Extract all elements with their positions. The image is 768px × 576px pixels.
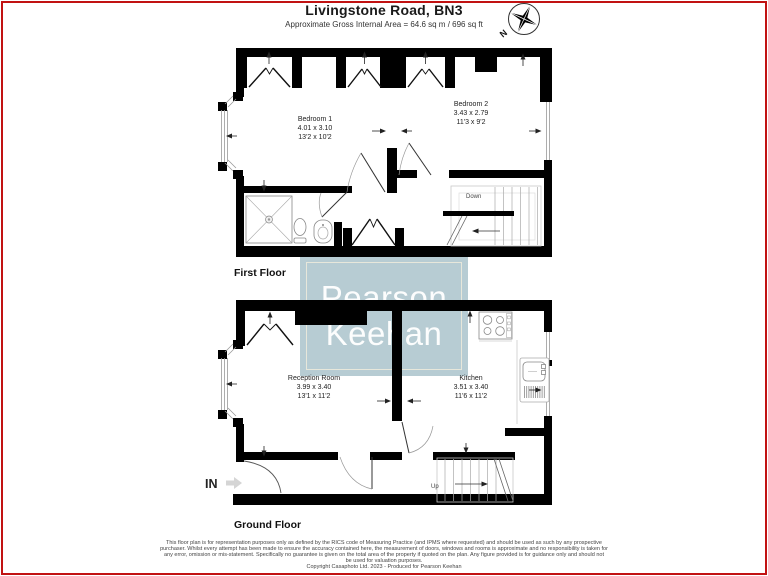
bedroom2-metric: 3.43 x 2.79 bbox=[454, 110, 489, 117]
entrance-in-label: IN bbox=[205, 477, 218, 491]
disclaimer-footer: This floor plan is for representation pu… bbox=[0, 540, 768, 571]
stairs-down-label: Down bbox=[466, 194, 481, 200]
disclaimer-line: This floor plan is for representation pu… bbox=[166, 540, 602, 546]
ground-floor-measure-arrows bbox=[226, 310, 542, 457]
hob-icon bbox=[478, 311, 513, 340]
shower-icon bbox=[245, 195, 293, 244]
kitchen-imperial: 11'6 x 11'2 bbox=[455, 393, 487, 400]
stairs-up-label: Up bbox=[431, 484, 439, 490]
ground-floor-walls bbox=[218, 300, 552, 505]
first-floor-walls bbox=[218, 48, 552, 257]
kitchen-sink-icon bbox=[519, 357, 550, 403]
stairs-ground-floor: Up bbox=[431, 457, 514, 503]
reception-name: Reception Room bbox=[288, 375, 340, 382]
disclaimer-line: be used for valuation purposes. bbox=[345, 557, 423, 564]
bedroom2-imperial: 11'3 x 9'2 bbox=[456, 119, 485, 126]
reception-imperial: 13'1 x 11'2 bbox=[298, 393, 331, 400]
ground-floor-windows bbox=[221, 332, 550, 420]
bedroom2-name: Bedroom 2 bbox=[454, 101, 488, 108]
ground-floor-plan: Up IN Reception Room 3.99 x 3 bbox=[205, 300, 552, 531]
copyright-line: Copyright Casaphoto Ltd. 2023 - Produced… bbox=[306, 563, 462, 570]
kitchen-metric: 3.51 x 3.40 bbox=[454, 384, 489, 391]
toilet-icon bbox=[293, 218, 307, 244]
disclaimer-line: purchaser. Whilst every attempt has been… bbox=[160, 545, 608, 552]
compass-icon: N bbox=[498, 3, 540, 40]
sink-icon bbox=[313, 219, 333, 244]
first-floor-label: First Floor bbox=[234, 267, 286, 279]
kitchen-door bbox=[401, 421, 434, 454]
bathroom-fixtures bbox=[245, 195, 333, 244]
bedroom1-door bbox=[346, 152, 386, 193]
entrance-arrow-icon bbox=[226, 477, 242, 489]
disclaimer-line: any error, omission or mis-statement. Sp… bbox=[164, 551, 604, 558]
kitchen-name: Kitchen bbox=[459, 375, 482, 382]
entrance-door bbox=[243, 460, 282, 494]
bedroom2-door bbox=[398, 142, 432, 176]
first-floor-windows bbox=[221, 95, 550, 172]
first-floor-doors bbox=[318, 142, 432, 218]
page-title: Livingstone Road, BN3 bbox=[305, 2, 463, 18]
reception-door bbox=[339, 456, 373, 490]
stairs-first-floor: Down bbox=[443, 185, 542, 247]
first-floor-bay-shutters bbox=[248, 67, 444, 246]
first-floor-plan: Down Bedroom 1 4.01 x 3.10 13'2 x 10'2 B… bbox=[218, 48, 552, 279]
ground-floor-doors bbox=[243, 421, 434, 494]
bathroom-door bbox=[318, 191, 348, 218]
header: Livingstone Road, BN3 Approximate Gross … bbox=[0, 2, 768, 29]
kitchen-fixtures bbox=[478, 311, 550, 424]
ground-floor-label: Ground Floor bbox=[234, 519, 301, 531]
kitchen-counter-line bbox=[479, 340, 518, 424]
reception-bay-doors bbox=[246, 323, 294, 346]
bedroom1-metric: 4.01 x 3.10 bbox=[298, 125, 333, 132]
area-subtitle: Approximate Gross Internal Area = 64.6 s… bbox=[285, 20, 483, 29]
reception-metric: 3.99 x 3.40 bbox=[297, 384, 332, 391]
bedroom1-name: Bedroom 1 bbox=[298, 116, 332, 123]
compass-north-label: N bbox=[498, 28, 509, 40]
first-floor-measure-arrows bbox=[226, 51, 542, 192]
bedroom1-imperial: 13'2 x 10'2 bbox=[298, 134, 332, 141]
entrance-marker: IN bbox=[205, 477, 242, 491]
